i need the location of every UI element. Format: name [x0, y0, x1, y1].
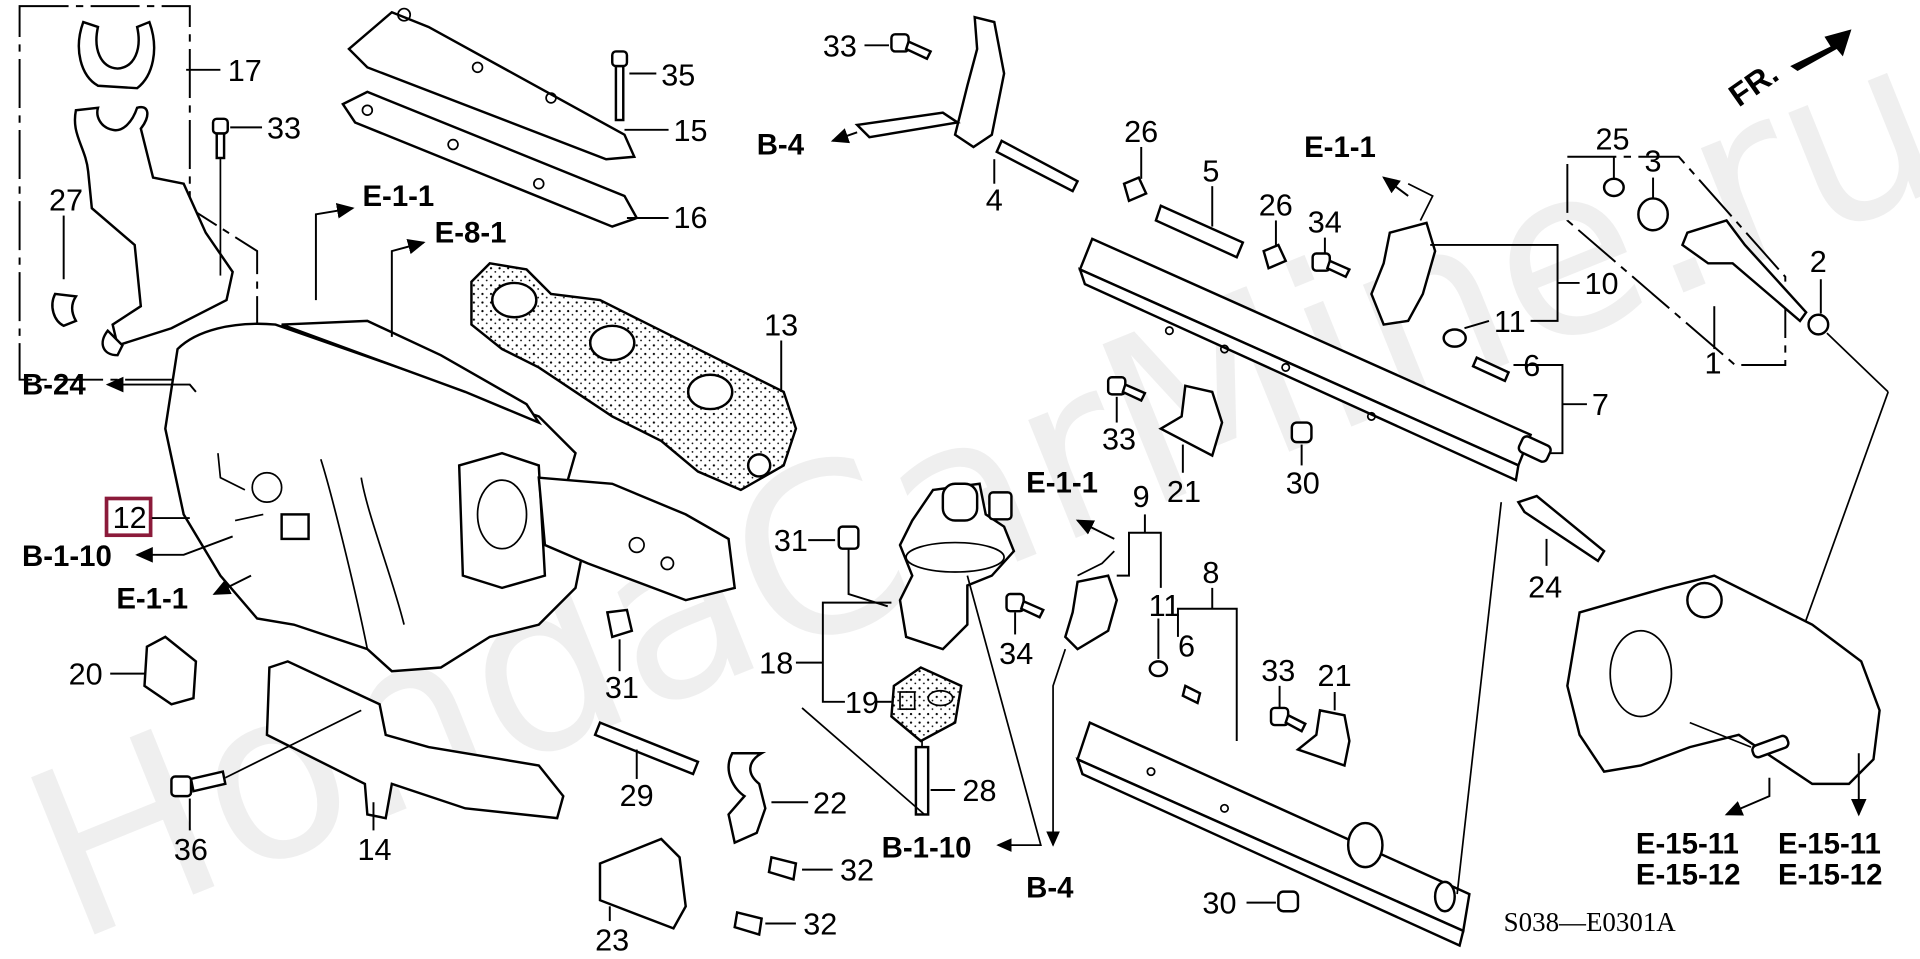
part-label-32-upper[interactable]: 32	[840, 854, 874, 888]
part-label-17[interactable]: 17	[228, 54, 262, 88]
part-label-1[interactable]: 1	[1704, 347, 1721, 381]
part-label-18[interactable]: 18	[759, 647, 793, 681]
ref-b-4-top[interactable]: B-4	[757, 128, 805, 161]
part-label-32-lower[interactable]: 32	[803, 908, 837, 942]
part-label-19[interactable]: 19	[845, 686, 879, 720]
part-label-28[interactable]: 28	[962, 774, 996, 808]
cover-15-and-gasket-16: 35 15 16	[341, 7, 708, 235]
ref-b-24[interactable]: B-24	[22, 368, 86, 401]
studs-and-nuts: 31 29	[593, 608, 700, 813]
fuel-rail-upper: 33 21 30	[1077, 237, 1552, 509]
diagram-code: S038—E0301A	[1504, 907, 1677, 937]
part-label-26-left[interactable]: 26	[1124, 115, 1158, 149]
part-label-13[interactable]: 13	[764, 309, 798, 343]
part-label-5[interactable]: 5	[1202, 154, 1219, 188]
part-label-16[interactable]: 16	[673, 201, 707, 235]
pressure-regulator-10: 34 E-1-1 10 11 6 7	[1304, 131, 1619, 455]
ref-e-15-11-right[interactable]: E-15-11	[1778, 828, 1881, 861]
part-label-29[interactable]: 29	[620, 779, 654, 813]
ref-e-15-12-left[interactable]: E-15-12	[1636, 858, 1741, 891]
intake-manifold-12	[164, 319, 737, 673]
ref-b-1-10-left[interactable]: B-1-10	[22, 540, 112, 573]
reference-arrows-bottom: B-1-10 B-4	[801, 575, 1074, 905]
part-label-22[interactable]: 22	[813, 786, 847, 820]
part-label-30-lower[interactable]: 30	[1202, 887, 1236, 921]
ref-e-1-1-left[interactable]: E-1-1	[116, 583, 188, 616]
part-label-15[interactable]: 15	[673, 114, 707, 148]
part-label-25[interactable]: 25	[1596, 122, 1630, 156]
ref-e-15-11-left[interactable]: E-15-11	[1636, 828, 1739, 861]
reference-arrows-left: E-1-1 E-8-1 B-24 B-1-10 E-1-1	[22, 180, 506, 616]
front-arrow-icon	[1790, 29, 1852, 72]
part-label-33-top[interactable]: 33	[823, 29, 857, 63]
part-label-12[interactable]: 12	[113, 501, 147, 535]
part-label-21-top[interactable]: 21	[1167, 475, 1201, 509]
part-label-23[interactable]: 23	[595, 923, 629, 957]
part-label-24[interactable]: 24	[1528, 571, 1562, 605]
part-label-20[interactable]: 20	[69, 658, 103, 692]
fuel-rail-lower: 34 9 11 8 6 33 21 30	[999, 480, 1471, 948]
gasket-13: 13	[470, 262, 798, 492]
ref-e-8-1[interactable]: E-8-1	[435, 217, 507, 250]
part-label-27[interactable]: 27	[49, 184, 83, 218]
part-label-33-lower[interactable]: 33	[1261, 654, 1295, 688]
part-label-31-upper[interactable]: 31	[774, 524, 808, 558]
part-label-4[interactable]: 4	[986, 184, 1003, 218]
part-label-11-top[interactable]: 11	[1494, 305, 1526, 339]
part-label-11-mid[interactable]: 11	[1149, 589, 1181, 623]
part-label-2[interactable]: 2	[1810, 245, 1827, 279]
part-label-34-top[interactable]: 34	[1308, 206, 1342, 240]
part-label-7[interactable]: 7	[1592, 388, 1609, 422]
ref-e-1-1-mid[interactable]: E-1-1	[1026, 466, 1098, 499]
part-label-33-mid[interactable]: 33	[1102, 422, 1136, 456]
part-label-14[interactable]: 14	[358, 833, 392, 867]
egr-valve-18: 28 18 19 31 E-1-1	[759, 466, 1115, 816]
part-12-highlight[interactable]: 12	[104, 496, 190, 538]
part-label-21-lower[interactable]: 21	[1318, 659, 1352, 693]
part-label-26-right[interactable]: 26	[1259, 189, 1293, 223]
manifold-flange-right: 24 E-15-11 E-15-12 E-15-11 E-15-12	[1456, 494, 1883, 895]
part-label-36[interactable]: 36	[174, 833, 208, 867]
part-label-8[interactable]: 8	[1202, 556, 1219, 590]
lower-brackets: 20 36 14 22 23 32 32	[69, 635, 874, 957]
part-label-31-lower[interactable]: 31	[605, 671, 639, 705]
part-label-33[interactable]: 33	[267, 111, 301, 145]
ref-b-4-bottom[interactable]: B-4	[1026, 872, 1074, 905]
part-label-6-top[interactable]: 6	[1523, 349, 1540, 383]
fuel-pipe-4: 33 4 B-4 26 5 26	[757, 15, 1293, 270]
bracket-group-17: 17 33 27	[18, 5, 301, 381]
part-label-3[interactable]: 3	[1644, 144, 1661, 178]
ref-e-15-12-right[interactable]: E-15-12	[1778, 858, 1883, 891]
part-label-9[interactable]: 9	[1133, 480, 1150, 514]
injector-group-1: 25 3 2 1	[1566, 122, 1889, 638]
part-label-35[interactable]: 35	[661, 59, 695, 93]
ref-b-1-10-bottom[interactable]: B-1-10	[882, 831, 972, 864]
ref-e-1-1-regulator[interactable]: E-1-1	[1304, 131, 1376, 164]
part-label-6-mid[interactable]: 6	[1178, 629, 1195, 663]
part-label-10[interactable]: 10	[1584, 267, 1618, 301]
part-label-30-upper[interactable]: 30	[1286, 467, 1320, 501]
ref-e-1-1-top[interactable]: E-1-1	[362, 180, 434, 213]
part-label-34-mid[interactable]: 34	[999, 637, 1033, 671]
